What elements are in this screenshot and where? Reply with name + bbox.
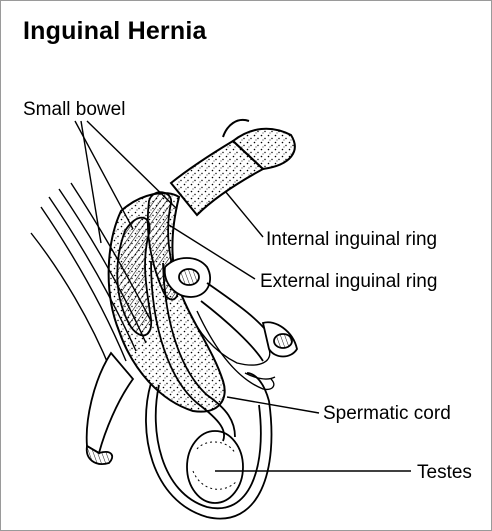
label-external-inguinal-ring: External inguinal ring (260, 271, 437, 293)
label-testes: Testes (417, 462, 472, 484)
leader-small-bowel-3 (87, 121, 177, 209)
leader-internal-ring (225, 191, 263, 237)
penis-shape (87, 353, 133, 464)
label-small-bowel: Small bowel (23, 99, 125, 121)
label-internal-inguinal-ring: Internal inguinal ring (266, 229, 437, 251)
leader-spermatic-cord (227, 397, 319, 413)
leader-small-bowel-2 (81, 121, 101, 243)
label-spermatic-cord: Spermatic cord (323, 403, 451, 425)
testis-shape (187, 431, 243, 503)
